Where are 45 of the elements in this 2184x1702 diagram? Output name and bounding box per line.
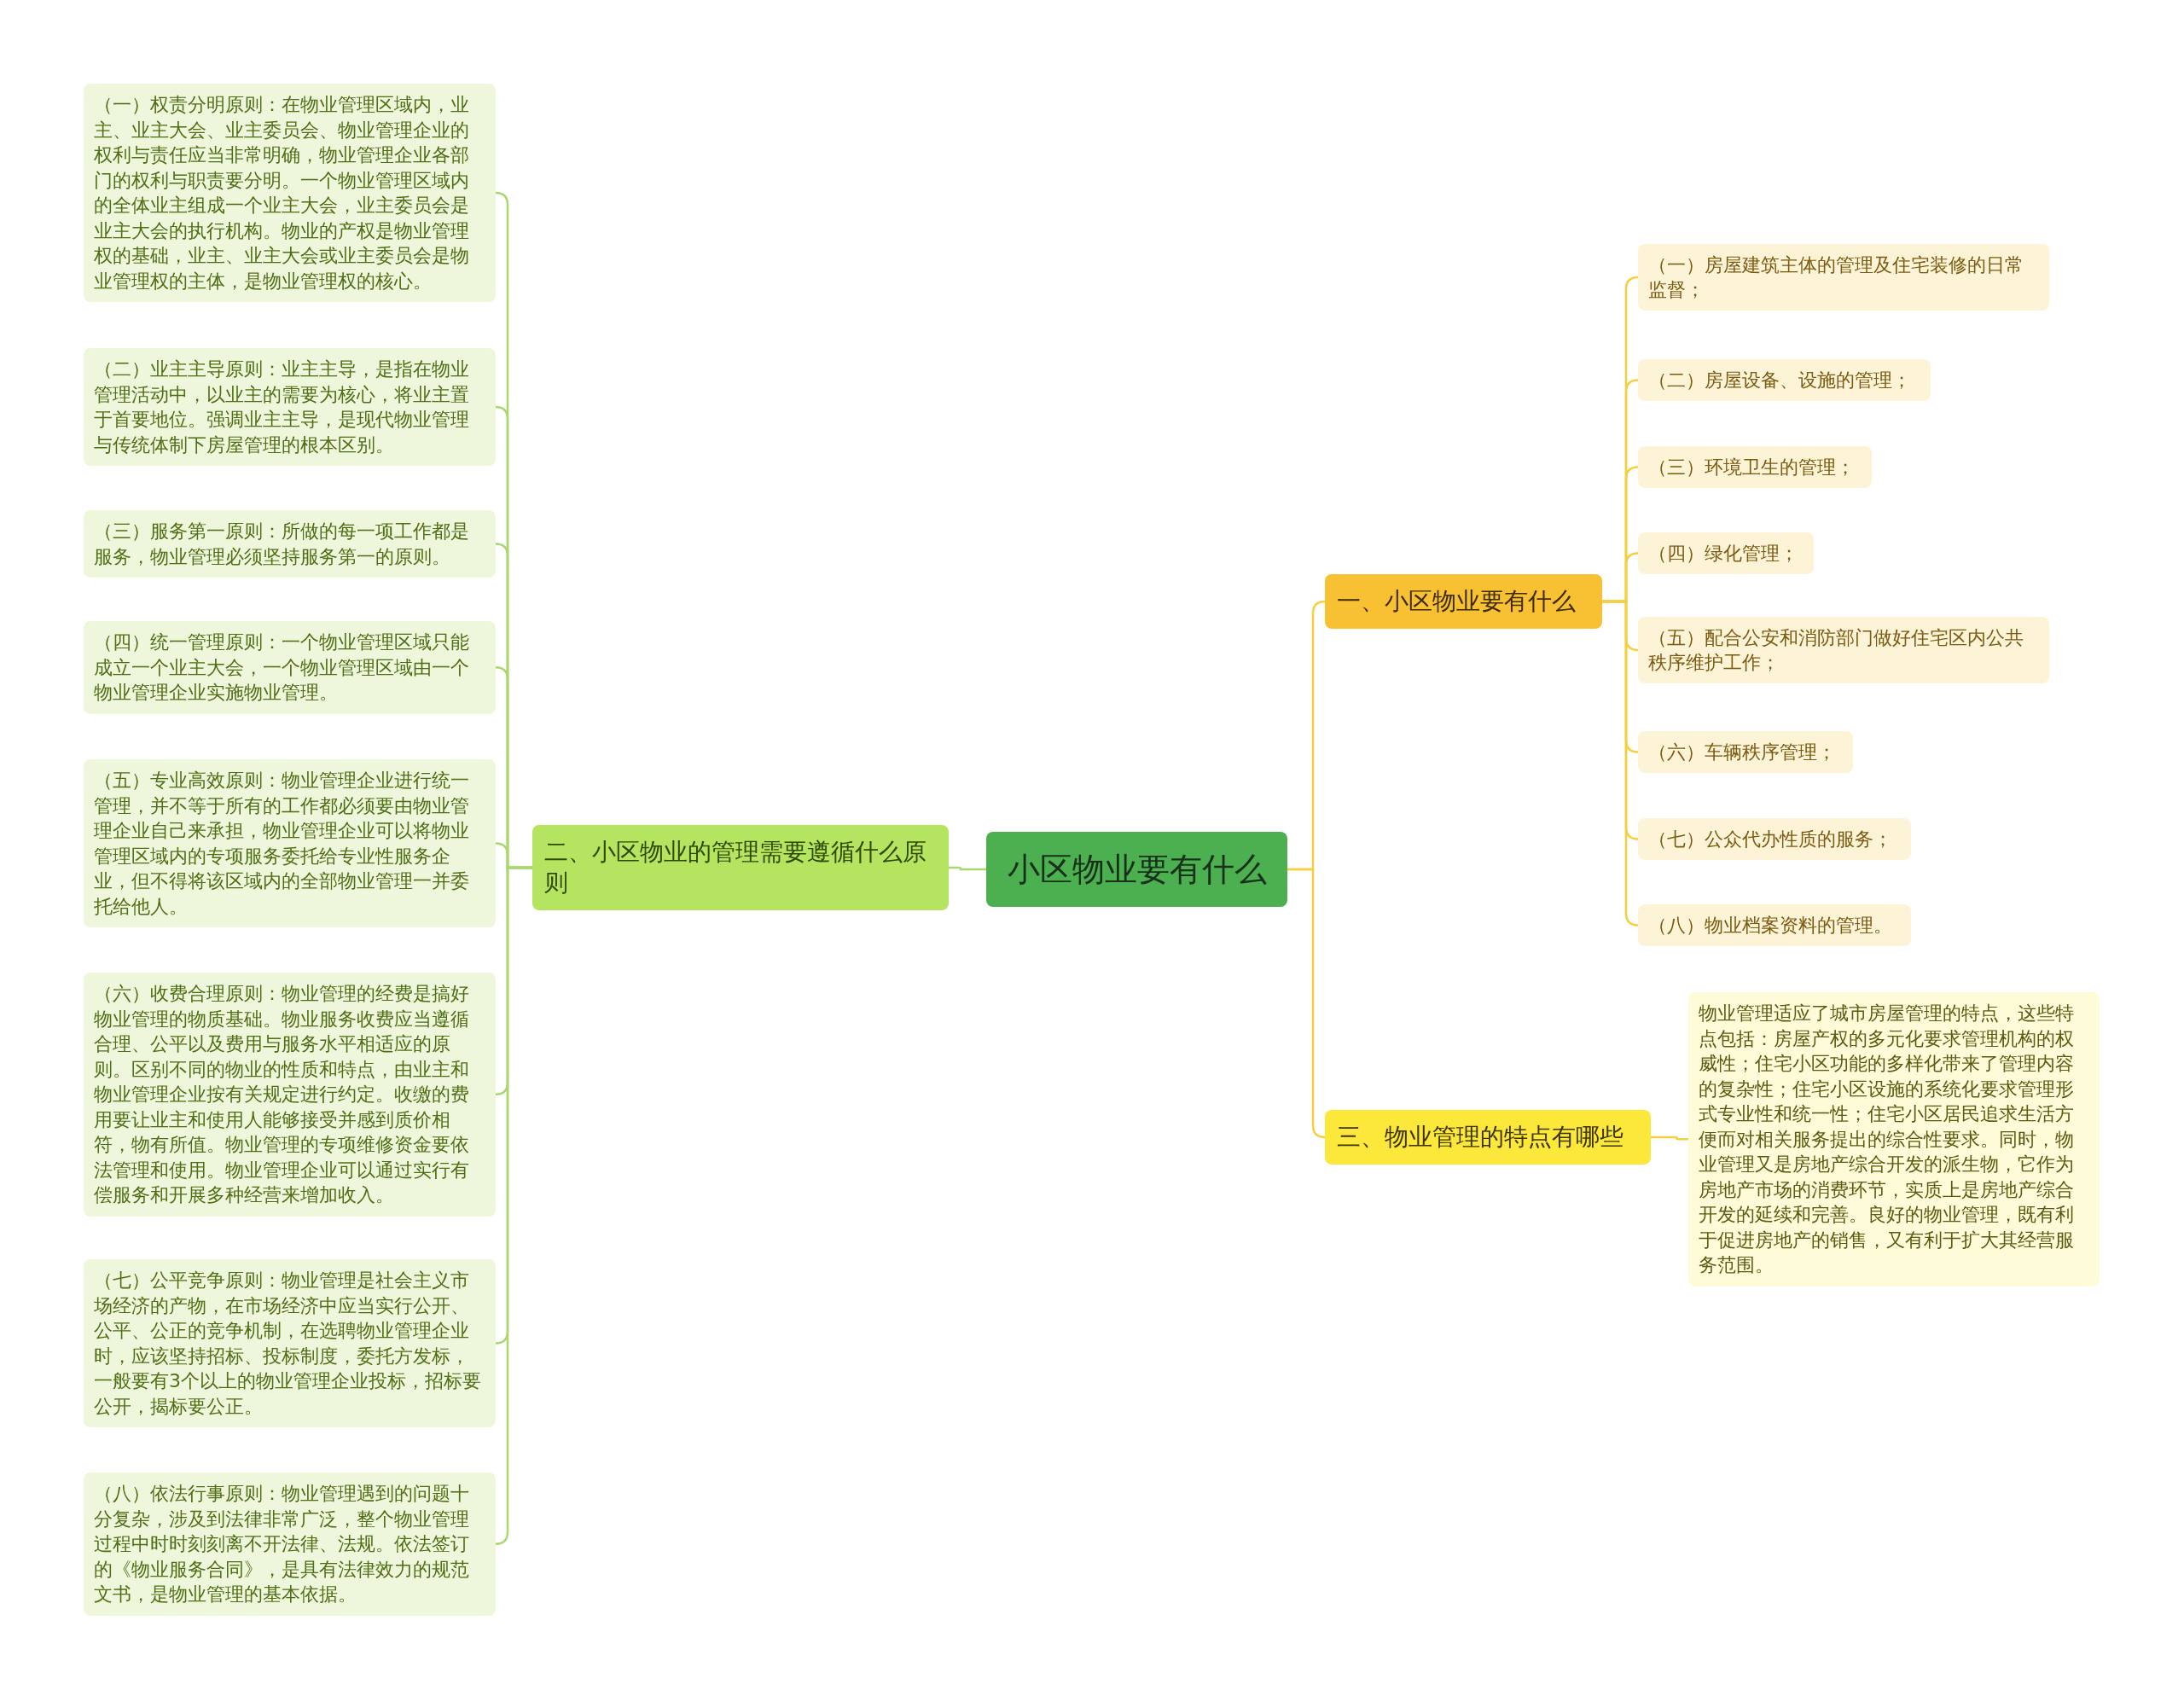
topic-text: （一）权责分明原则：在物业管理区域内，业主、业主大会、业主委员会、物业管理企业的权利与责任应当非常明确，物业管理企业各部门的权利与职责要分明。一个物业管理区域内的全体业主组成一个业主大会，业主委员会是业主大会的执行机构。物业的产权是物业管理权的基础，业主、业主大会或业主委员会是物业管理权的主体，是物业管理权的核心。 [94, 93, 470, 293]
topic-text: （二）业主主导原则：业主主导，是指在物业管理活动中，以业主的需要为核心，将业主置于首要地位。强调业主主导，是现代物业管理与传统体制下房屋管理的根本区别。 [94, 357, 470, 457]
branch-topic [532, 825, 949, 910]
subtopic-box [84, 510, 496, 578]
subtopic-box [84, 84, 496, 302]
central-topic [986, 832, 1287, 907]
topic-text: （六）收费合理原则：物业管理的经费是搞好物业管理的物质基础。物业服务收费应当遵循合理、公平以及费用与服务水平相适应的原则。区别不同的物业的性质和特点，由业主和物业管理企业按有关规定进行约定。收缴的费用要让业主和使用人能够接受并感到质价相符，物有所值。物业管理的专项维修资金要依法管理和使用。物业管理企业可以通过实行有偿服务和开展多种经营来增加收入。 [94, 982, 470, 1207]
topic-text: （六）车辆秩序管理； [1648, 741, 1837, 764]
topic-text: （八）物业档案资料的管理。 [1648, 914, 1893, 938]
topic-text: （四）绿化管理； [1648, 542, 1799, 566]
subtopic-box [1638, 617, 2049, 683]
topic-text: （三）服务第一原则：所做的每一项工作都是服务，物业管理必须坚持服务第一的原则。 [94, 520, 470, 569]
connector-line [949, 866, 986, 871]
topic-text: 物业管理适应了城市房屋管理的特点，这些特点包括：房屋产权的多元化要求管理机构的权威性；住宅小区功能的多样化带来了管理内容的复杂性；住宅小区设施的系统化要求管理形式专业性和统一性；住宅小区居民追求生活方便而对相关服务提出的综合性要求。同时，物业管理又是房地产综合开发的派生物，它作为房地产市场的消费环节，实质上是房地产综合开发的延续和完善。良好的物业管理，既有利于促进房地产的销售，又有利于扩大其经营服务范围。 [1699, 1002, 2075, 1277]
connector-line [1602, 600, 1640, 927]
topic-text: （七）公众代办性质的服务； [1648, 828, 1893, 851]
branch-topic [1325, 1110, 1651, 1165]
subtopic-box [1638, 359, 1931, 401]
topic-text: （一）房屋建筑主体的管理及住宅装修的日常监督； [1648, 253, 2024, 302]
subtopic-box [84, 1473, 496, 1616]
subtopic-box [1638, 818, 1911, 860]
connector-line [1287, 868, 1327, 1139]
subtopic-box [1638, 244, 2049, 311]
subtopic-box [1638, 532, 1814, 574]
subtopic-box [84, 348, 496, 466]
subtopic-box [84, 1259, 496, 1427]
topic-text: （二）房屋设备、设施的管理； [1648, 369, 1912, 392]
topic-text: （三）环境卫生的管理； [1648, 456, 1856, 479]
subtopic-box [1638, 446, 1872, 488]
topic-text: 二、小区物业的管理需要遵循什么原则 [544, 837, 927, 898]
topic-text: （五）专业高效原则：物业管理企业进行统一管理，并不等于所有的工作都必须要由物业管理企业自己来承担，物业管理企业可以将物业管理区域内的专项服务委托给专业性服务企业，但不得将该区域内的全部物业管理一并委托给他人。 [94, 769, 470, 919]
subtopic-box [1638, 904, 1911, 946]
topic-text: （七）公平竞争原则：物业管理是社会主义市场经济的产物，在市场经济中应当实行公开、公平、公正的竞争机制，在选聘物业管理企业时，应该坚持招标、投标制度，委托方发标，一般要有3个以上的物业管理企业投标，招标要公开，揭标要公正。 [94, 1269, 482, 1419]
topic-text: （四）统一管理原则：一个物业管理区域只能成立一个业主大会，一个物业管理区域由一个物业管理企业实施物业管理。 [94, 630, 470, 705]
topic-text: （五）配合公安和消防部门做好住宅区内公共秩序维护工作； [1648, 626, 2024, 675]
topic-text: 三、物业管理的特点有哪些 [1337, 1122, 1624, 1153]
subtopic-box [1638, 731, 1853, 773]
subtopic-box [84, 621, 496, 714]
connector-line [1651, 1136, 1688, 1141]
topic-text: 一、小区物业要有什么 [1337, 586, 1577, 617]
subtopic-box [84, 759, 496, 927]
topic-text: （八）依法行事原则：物业管理遇到的问题十分复杂，涉及到法律非常广泛，整个物业管理过程中时时刻刻离不开法律、法规。依法签订的《物业服务合同》，是具有法律效力的规范文书，是物业管理的基本依据。 [94, 1482, 470, 1606]
branch-topic [1325, 574, 1602, 629]
subtopic-box [84, 973, 496, 1217]
topic-text: 小区物业要有什么 [1006, 850, 1268, 890]
